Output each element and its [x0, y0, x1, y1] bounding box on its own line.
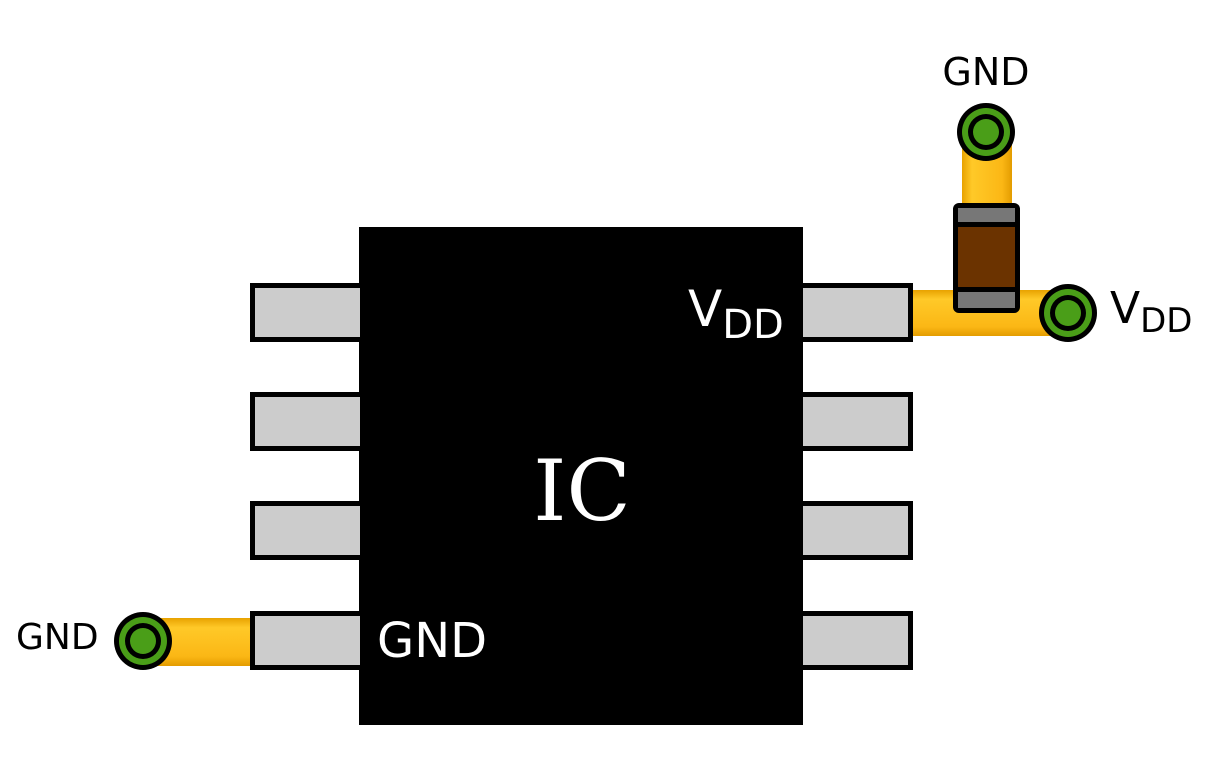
ext-vdd-main: V: [1110, 283, 1140, 334]
pin-4-gnd: [250, 611, 365, 670]
pin-2: [250, 392, 365, 451]
pad-vdd-right: [1039, 284, 1097, 342]
ext-gnd-top-label: GND: [942, 50, 1029, 94]
ext-vdd-sub: DD: [1140, 301, 1192, 341]
ic-label: IC: [533, 442, 630, 540]
pin-5: [798, 611, 913, 670]
pin-8-vdd: [798, 283, 913, 342]
pad-gnd-left: [114, 612, 172, 670]
decoupling-capacitor: [953, 203, 1020, 313]
pin-7: [798, 392, 913, 451]
pin-3: [250, 501, 365, 560]
right-pins: [798, 283, 913, 670]
ic-pin-vdd-main: V: [688, 280, 722, 338]
ic-pin-vdd-label: VDD: [688, 280, 784, 348]
ic-pin-gnd-label: GND: [377, 613, 487, 669]
ext-vdd-right-label: VDD: [1110, 283, 1192, 341]
left-pins: [250, 283, 365, 670]
ext-gnd-left-label: GND: [16, 617, 99, 658]
pad-gnd-top: [957, 103, 1015, 161]
pin-6: [798, 501, 913, 560]
pin-1: [250, 283, 365, 342]
ic-body: [359, 227, 803, 725]
ic-pin-vdd-sub: DD: [722, 302, 784, 348]
